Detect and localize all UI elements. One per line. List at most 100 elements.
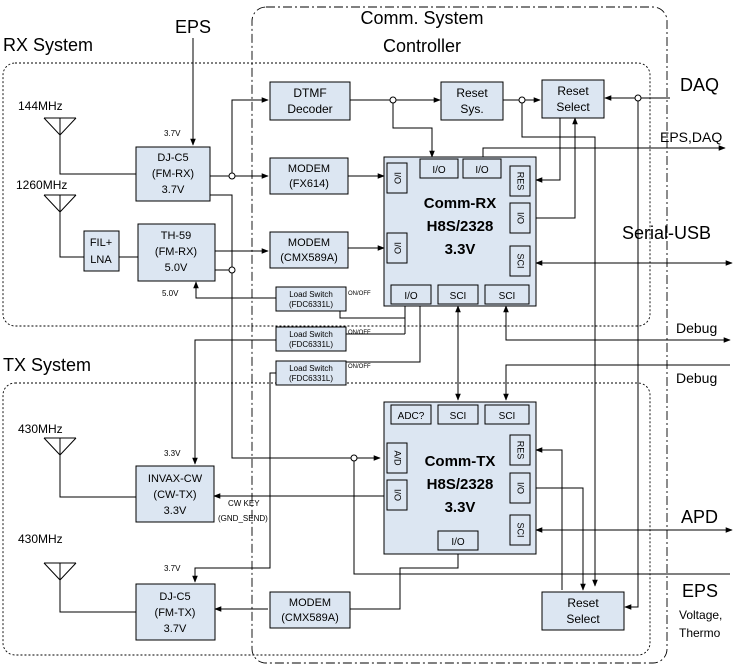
svg-text:3.7V: 3.7V bbox=[164, 623, 187, 635]
comm-rx-sci-right: SCI bbox=[509, 245, 531, 277]
svg-text:DJ-C5: DJ-C5 bbox=[159, 591, 190, 603]
voltage-37-top: 3.7V bbox=[164, 129, 181, 138]
comm-tx-res: RES bbox=[509, 434, 531, 466]
svg-text:FIL+: FIL+ bbox=[90, 237, 112, 249]
svg-text:INVAX-CW: INVAX-CW bbox=[148, 473, 203, 485]
comm-tx-io-bottom: I/O bbox=[437, 530, 479, 551]
djc5-tx-block: DJ-C5 (FM-TX) 3.7V bbox=[135, 583, 216, 641]
comm-rx-io-left-1: I/O bbox=[386, 162, 408, 194]
svg-text:Reset: Reset bbox=[567, 596, 599, 610]
comm-rx-io-bottom: I/O bbox=[390, 284, 432, 305]
comm-tx-sci-right: SCI bbox=[509, 514, 531, 546]
svg-text:I/O: I/O bbox=[393, 172, 403, 184]
gnd-send-label: (GND_SEND) bbox=[218, 514, 268, 523]
svg-text:Select: Select bbox=[556, 100, 590, 114]
svg-text:(FDC6331L): (FDC6331L) bbox=[289, 340, 333, 349]
svg-text:(CW-TX): (CW-TX) bbox=[153, 489, 196, 501]
svg-text:I/O: I/O bbox=[393, 242, 403, 254]
svg-text:TH-59: TH-59 bbox=[161, 230, 192, 242]
modem-fx614-block: MODEM (FX614) bbox=[269, 157, 349, 195]
antenna-icon-144 bbox=[43, 117, 77, 136]
reset-select-top-block: Reset Select bbox=[541, 79, 605, 119]
svg-text:I/O: I/O bbox=[516, 212, 526, 224]
antenna-144-label: 144MHz bbox=[18, 99, 63, 113]
reset-sys-block: Reset Sys. bbox=[440, 81, 504, 121]
comm-rx-io-right: I/O bbox=[509, 202, 531, 234]
eps-bottom-label: EPS bbox=[682, 581, 718, 601]
svg-text:LNA: LNA bbox=[90, 254, 112, 266]
svg-text:RES: RES bbox=[516, 172, 526, 191]
comm-rx-io-left-2: I/O bbox=[386, 232, 408, 264]
svg-text:MODEM: MODEM bbox=[288, 237, 330, 249]
svg-text:(FM-RX): (FM-RX) bbox=[152, 168, 194, 180]
antenna-icon-430b bbox=[43, 562, 77, 581]
svg-text:I/O: I/O bbox=[475, 165, 489, 176]
svg-text:MODEM: MODEM bbox=[288, 163, 330, 175]
svg-text:3.3V: 3.3V bbox=[445, 241, 476, 258]
svg-text:(FDC6331L): (FDC6331L) bbox=[289, 374, 333, 383]
svg-text:Comm-TX: Comm-TX bbox=[425, 453, 496, 470]
svg-text:SCI: SCI bbox=[516, 522, 526, 537]
on-off-label-1: ON/OFF bbox=[348, 291, 371, 297]
comm-rx-io-top-2: I/O bbox=[462, 158, 502, 179]
antenna-430b-label: 430MHz bbox=[18, 532, 63, 546]
svg-text:SCI: SCI bbox=[516, 253, 526, 268]
apd-label: APD bbox=[681, 507, 718, 527]
svg-text:SCI: SCI bbox=[499, 291, 516, 302]
comm-rx-sci-bottom-2: SCI bbox=[484, 284, 530, 305]
svg-text:I/O: I/O bbox=[393, 489, 403, 501]
svg-text:Decoder: Decoder bbox=[287, 102, 332, 116]
svg-text:SCI: SCI bbox=[450, 291, 467, 302]
svg-text:H8S/2328: H8S/2328 bbox=[427, 476, 494, 493]
thermo-label: Thermo bbox=[679, 626, 721, 640]
svg-text:SCI: SCI bbox=[499, 411, 516, 422]
svg-text:I/O: I/O bbox=[432, 165, 446, 176]
daq-label: DAQ bbox=[680, 75, 719, 95]
comm-rx-res: RES bbox=[509, 165, 531, 197]
svg-text:Comm-RX: Comm-RX bbox=[424, 195, 497, 212]
controller-title-line2: Controller bbox=[383, 36, 461, 56]
svg-text:DJ-C5: DJ-C5 bbox=[157, 152, 188, 164]
eps-top-label: EPS bbox=[175, 17, 211, 37]
svg-text:Load Switch: Load Switch bbox=[289, 290, 333, 299]
svg-text:I/O: I/O bbox=[404, 291, 418, 302]
comm-rx-io-top-1: I/O bbox=[419, 158, 459, 179]
invax-cw-block: INVAX-CW (CW-TX) 3.3V bbox=[135, 465, 215, 523]
voltage-37-tx: 3.7V bbox=[164, 564, 181, 573]
wires bbox=[59, 38, 733, 613]
svg-text:3.7V: 3.7V bbox=[162, 184, 185, 196]
svg-text:3.3V: 3.3V bbox=[164, 505, 187, 517]
load-switch-1: Load Switch (FDC6331L) bbox=[275, 286, 347, 312]
svg-text:(FX614): (FX614) bbox=[289, 178, 329, 190]
modem-cmx589a-rx-block: MODEM (CMX589A) bbox=[269, 231, 349, 269]
load-switch-2: Load Switch (FDC6331L) bbox=[275, 326, 347, 352]
voltage-33: 3.3V bbox=[164, 449, 181, 458]
svg-text:Select: Select bbox=[566, 612, 600, 626]
comm-tx-ad: A/D bbox=[386, 442, 408, 474]
svg-text:(CMX589A): (CMX589A) bbox=[281, 612, 338, 624]
serial-usb-label: Serial-USB bbox=[622, 223, 711, 243]
svg-text:(FM-TX): (FM-TX) bbox=[155, 607, 196, 619]
svg-text:H8S/2328: H8S/2328 bbox=[427, 218, 494, 235]
comm-tx-sci-top-2: SCI bbox=[484, 404, 530, 425]
modem-cmx589a-tx-block: MODEM (CMX589A) bbox=[269, 591, 351, 629]
svg-text:RES: RES bbox=[516, 441, 526, 460]
eps-daq-label: EPS,DAQ bbox=[660, 129, 722, 145]
antenna-icon-430a bbox=[43, 437, 77, 456]
cw-key-label: CW KEY bbox=[228, 499, 260, 508]
antenna-1260-label: 1260MHz bbox=[16, 178, 67, 192]
svg-text:(FDC6331L): (FDC6331L) bbox=[289, 300, 333, 309]
antenna-icon-1260 bbox=[43, 194, 77, 213]
svg-text:A/D: A/D bbox=[393, 450, 403, 466]
svg-text:Load Switch: Load Switch bbox=[289, 330, 333, 339]
svg-text:Load Switch: Load Switch bbox=[289, 364, 333, 373]
controller-title-line1: Comm. System bbox=[360, 8, 483, 28]
rx-system-region bbox=[2, 62, 651, 327]
svg-text:3.3V: 3.3V bbox=[445, 499, 476, 516]
voltage-50: 5.0V bbox=[162, 289, 179, 298]
svg-text:(FM-RX): (FM-RX) bbox=[155, 246, 197, 258]
antenna-430a-label: 430MHz bbox=[18, 422, 63, 436]
junctions bbox=[228, 94, 642, 462]
on-off-label-2: ON/OFF bbox=[348, 330, 371, 336]
